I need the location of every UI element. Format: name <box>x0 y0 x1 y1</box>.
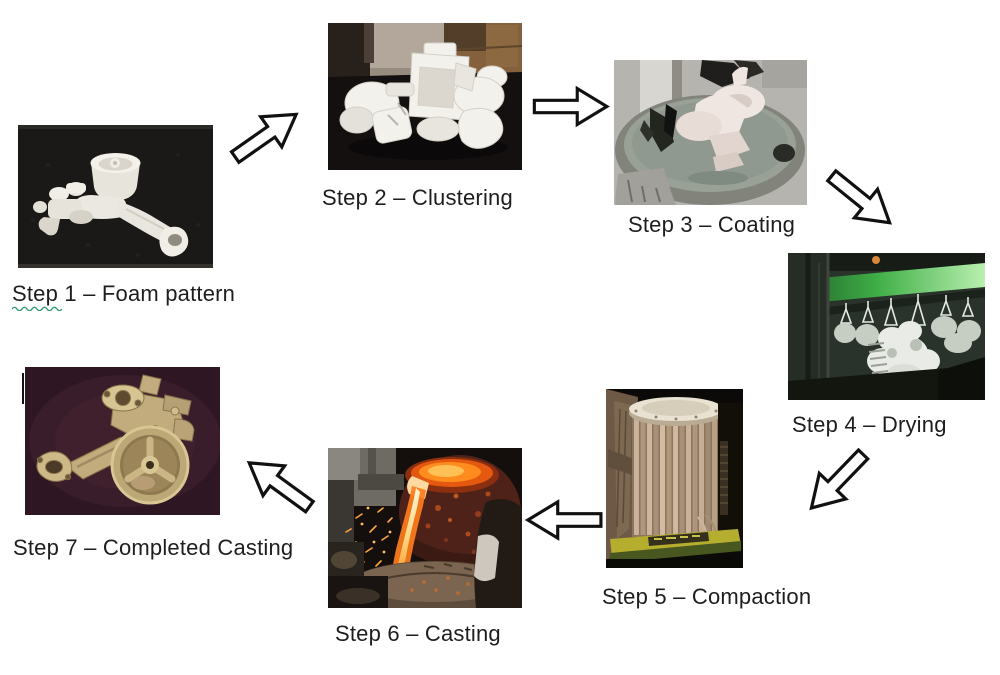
step-2-caption: Step 2 – Clustering <box>322 185 513 210</box>
arrow-step3-to-step4-icon <box>816 157 906 242</box>
arrow-step5-to-step6-icon <box>524 498 604 542</box>
coating-dip-photo <box>614 60 807 205</box>
spellcheck-squiggle <box>12 306 62 311</box>
foam-cluster-photo <box>328 23 522 170</box>
step-1-caption: Step 1 – Foam pattern <box>12 281 236 306</box>
compaction-flask-photo <box>606 389 743 568</box>
arrow-step4-to-step5-icon <box>793 437 881 526</box>
step-4-caption: Step 4 – Drying <box>792 412 947 437</box>
arrow-step1-to-step2-icon <box>220 94 311 177</box>
text-cursor <box>22 373 24 404</box>
foam-pattern-photo <box>18 125 213 268</box>
step-5-caption: Step 5 – Compaction <box>602 584 812 609</box>
step-7-caption: Step 7 – Completed Casting <box>13 535 294 560</box>
step-3-caption: Step 3 – Coating <box>628 212 796 237</box>
molten-metal-pour-photo <box>328 448 522 608</box>
arrow-step6-to-step7-icon <box>233 443 324 526</box>
drying-conveyor-photo <box>788 253 985 400</box>
arrow-step2-to-step3-icon <box>532 84 610 129</box>
completed-casting-photo <box>25 367 220 515</box>
step-6-caption: Step 6 – Casting <box>335 621 501 646</box>
